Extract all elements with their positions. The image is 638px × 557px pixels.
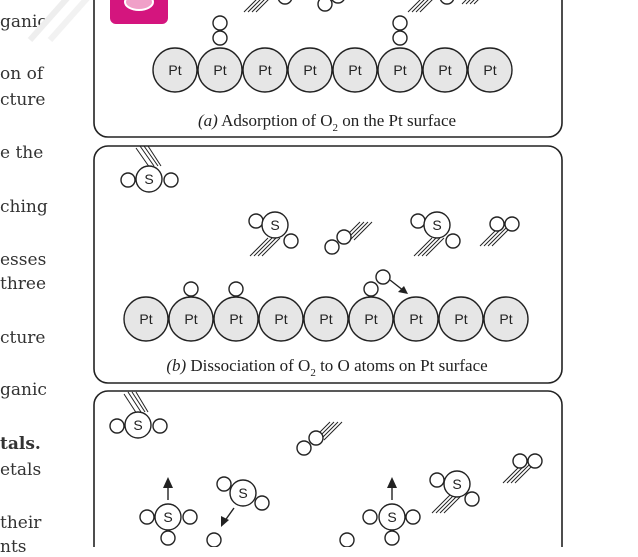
- svg-text:S: S: [387, 509, 396, 525]
- pt-atom-label: Pt: [393, 62, 406, 78]
- bottom-atoms-partial: [206, 532, 355, 547]
- pt-atom-label: Pt: [213, 62, 226, 78]
- svg-text:S: S: [432, 217, 441, 233]
- side-text-line-1: ganic: [0, 12, 47, 32]
- side-text-line-2: on of: [0, 64, 44, 84]
- svg-text:S: S: [163, 509, 172, 525]
- adsorbed-o2-molecules: [212, 15, 408, 46]
- pt-atom-label: Pt: [409, 311, 422, 327]
- pt-atom-label: Pt: [364, 311, 377, 327]
- side-text-line-5: ching: [0, 197, 48, 217]
- so2-molecule-c1: S: [109, 391, 168, 439]
- pt-atom-label: Pt: [483, 62, 496, 78]
- side-text-line-10: tals.: [0, 434, 41, 454]
- svg-text:S: S: [144, 171, 153, 187]
- pt-atom-label: Pt: [303, 62, 316, 78]
- pt-surface-a: Pt Pt Pt Pt Pt Pt Pt Pt: [152, 47, 513, 93]
- o2-molecule-b: [324, 221, 373, 255]
- side-text-line-3: cture: [0, 90, 46, 110]
- so2-molecule-b3: S: [410, 211, 461, 257]
- o2-molecule-c2: [502, 453, 543, 484]
- svg-text:S: S: [133, 417, 142, 433]
- pt-atom-label: Pt: [499, 311, 512, 327]
- pt-surface-b: Pt Pt Pt Pt Pt Pt Pt Pt Pt: [123, 296, 529, 342]
- side-text-line-4: e the: [0, 143, 44, 163]
- side-text-line-11: etals: [0, 460, 42, 480]
- pt-atom-label: Pt: [168, 62, 181, 78]
- side-text-line-6: esses: [0, 250, 47, 270]
- arrow-icon: [389, 279, 408, 294]
- svg-text:S: S: [452, 476, 461, 492]
- pt-atom-label: Pt: [184, 311, 197, 327]
- panel-a-floating-molecules: [277, 0, 455, 12]
- pt-atom-label: Pt: [258, 62, 271, 78]
- so2-molecule-b1: S: [120, 145, 179, 193]
- so3-molecule-c1: S: [139, 477, 198, 546]
- pt-atom-label: Pt: [274, 311, 287, 327]
- side-text-line-12: their: [0, 513, 42, 533]
- caption-b: (b) Dissociation of O2 to O atoms on Pt …: [166, 356, 487, 379]
- pt-atom-label: Pt: [438, 62, 451, 78]
- svg-text:S: S: [238, 485, 247, 501]
- so3-molecule-c2: S: [362, 477, 421, 546]
- o2-molecule-c: [296, 421, 343, 456]
- pt-atom-label: Pt: [348, 62, 361, 78]
- badge-icon: [110, 0, 168, 24]
- pt-atom-label: Pt: [139, 311, 152, 327]
- svg-text:S: S: [270, 217, 279, 233]
- o2-molecule-b2: [479, 216, 520, 247]
- caption-a: (a) Adsorption of O2 on the Pt surface: [198, 111, 456, 134]
- so2-molecule-c2: S: [429, 470, 480, 514]
- pt-atom-label: Pt: [229, 311, 242, 327]
- side-text-line-9: ganic: [0, 380, 47, 400]
- adsorbed-o-atoms: [183, 269, 391, 297]
- pt-atom-label: Pt: [319, 311, 332, 327]
- pt-atom-label: Pt: [454, 311, 467, 327]
- side-text-line-8: cture: [0, 328, 46, 348]
- so2-molecule-b2: S: [248, 211, 299, 257]
- side-text-line-7: three: [0, 274, 47, 294]
- so2-molecule-c3: S: [216, 476, 270, 527]
